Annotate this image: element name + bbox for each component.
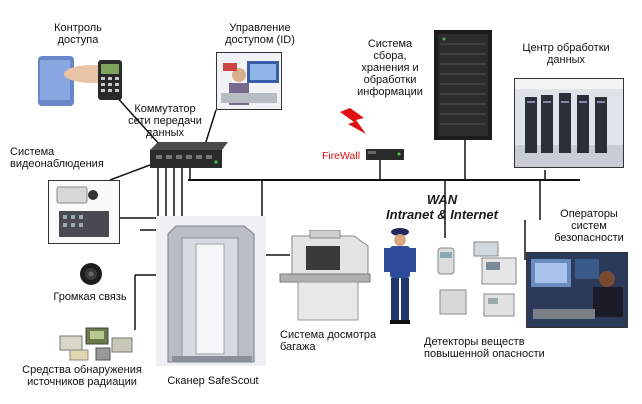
baggage-scanner-icon <box>279 230 371 321</box>
server-tower-icon <box>434 30 492 140</box>
video-surveillance-picture <box>48 180 120 244</box>
label-video-surveillance: Система видеонаблюдения <box>10 146 104 170</box>
loudspeaker-icon <box>80 263 102 285</box>
label-loudspeaker: Громкая связь <box>53 291 127 303</box>
label-scanner: Сканер SafeScout <box>167 375 259 387</box>
label-baggage-inspection: Система досмотра багажа <box>280 329 377 353</box>
radiation-detector-icon <box>59 327 133 361</box>
operators-picture <box>526 252 628 328</box>
label-data-center: Центр обработки данных <box>522 42 610 66</box>
label-id-management: Управление доступом (ID) <box>225 22 295 46</box>
lightning-icon <box>340 108 366 134</box>
label-radiation-detection: Средства обнаружения источников радиации <box>22 364 142 388</box>
network-switch-icon <box>150 142 228 168</box>
label-access-control: Контроль доступа <box>54 22 102 46</box>
data-center-picture <box>514 78 624 168</box>
label-security-operators: Операторы систем безопасности <box>554 208 624 244</box>
access-control-reader-icon <box>38 56 122 106</box>
label-network-switch: Коммутатор сети передачи данных <box>128 103 202 139</box>
label-data-system: Система сбора, хранения и обработки инфо… <box>357 38 423 98</box>
label-firewall: FireWall <box>321 150 361 162</box>
security-guard-icon <box>384 228 416 324</box>
id-management-picture <box>216 52 282 110</box>
label-wan: WAN Intranet & Internet <box>386 192 498 222</box>
safescout-scanner-icon <box>156 216 266 366</box>
hazard-detectors-icon <box>437 241 517 317</box>
firewall-device-icon <box>366 149 404 160</box>
label-hazard-detectors: Детекторы веществ повышенной опасности <box>424 336 545 360</box>
